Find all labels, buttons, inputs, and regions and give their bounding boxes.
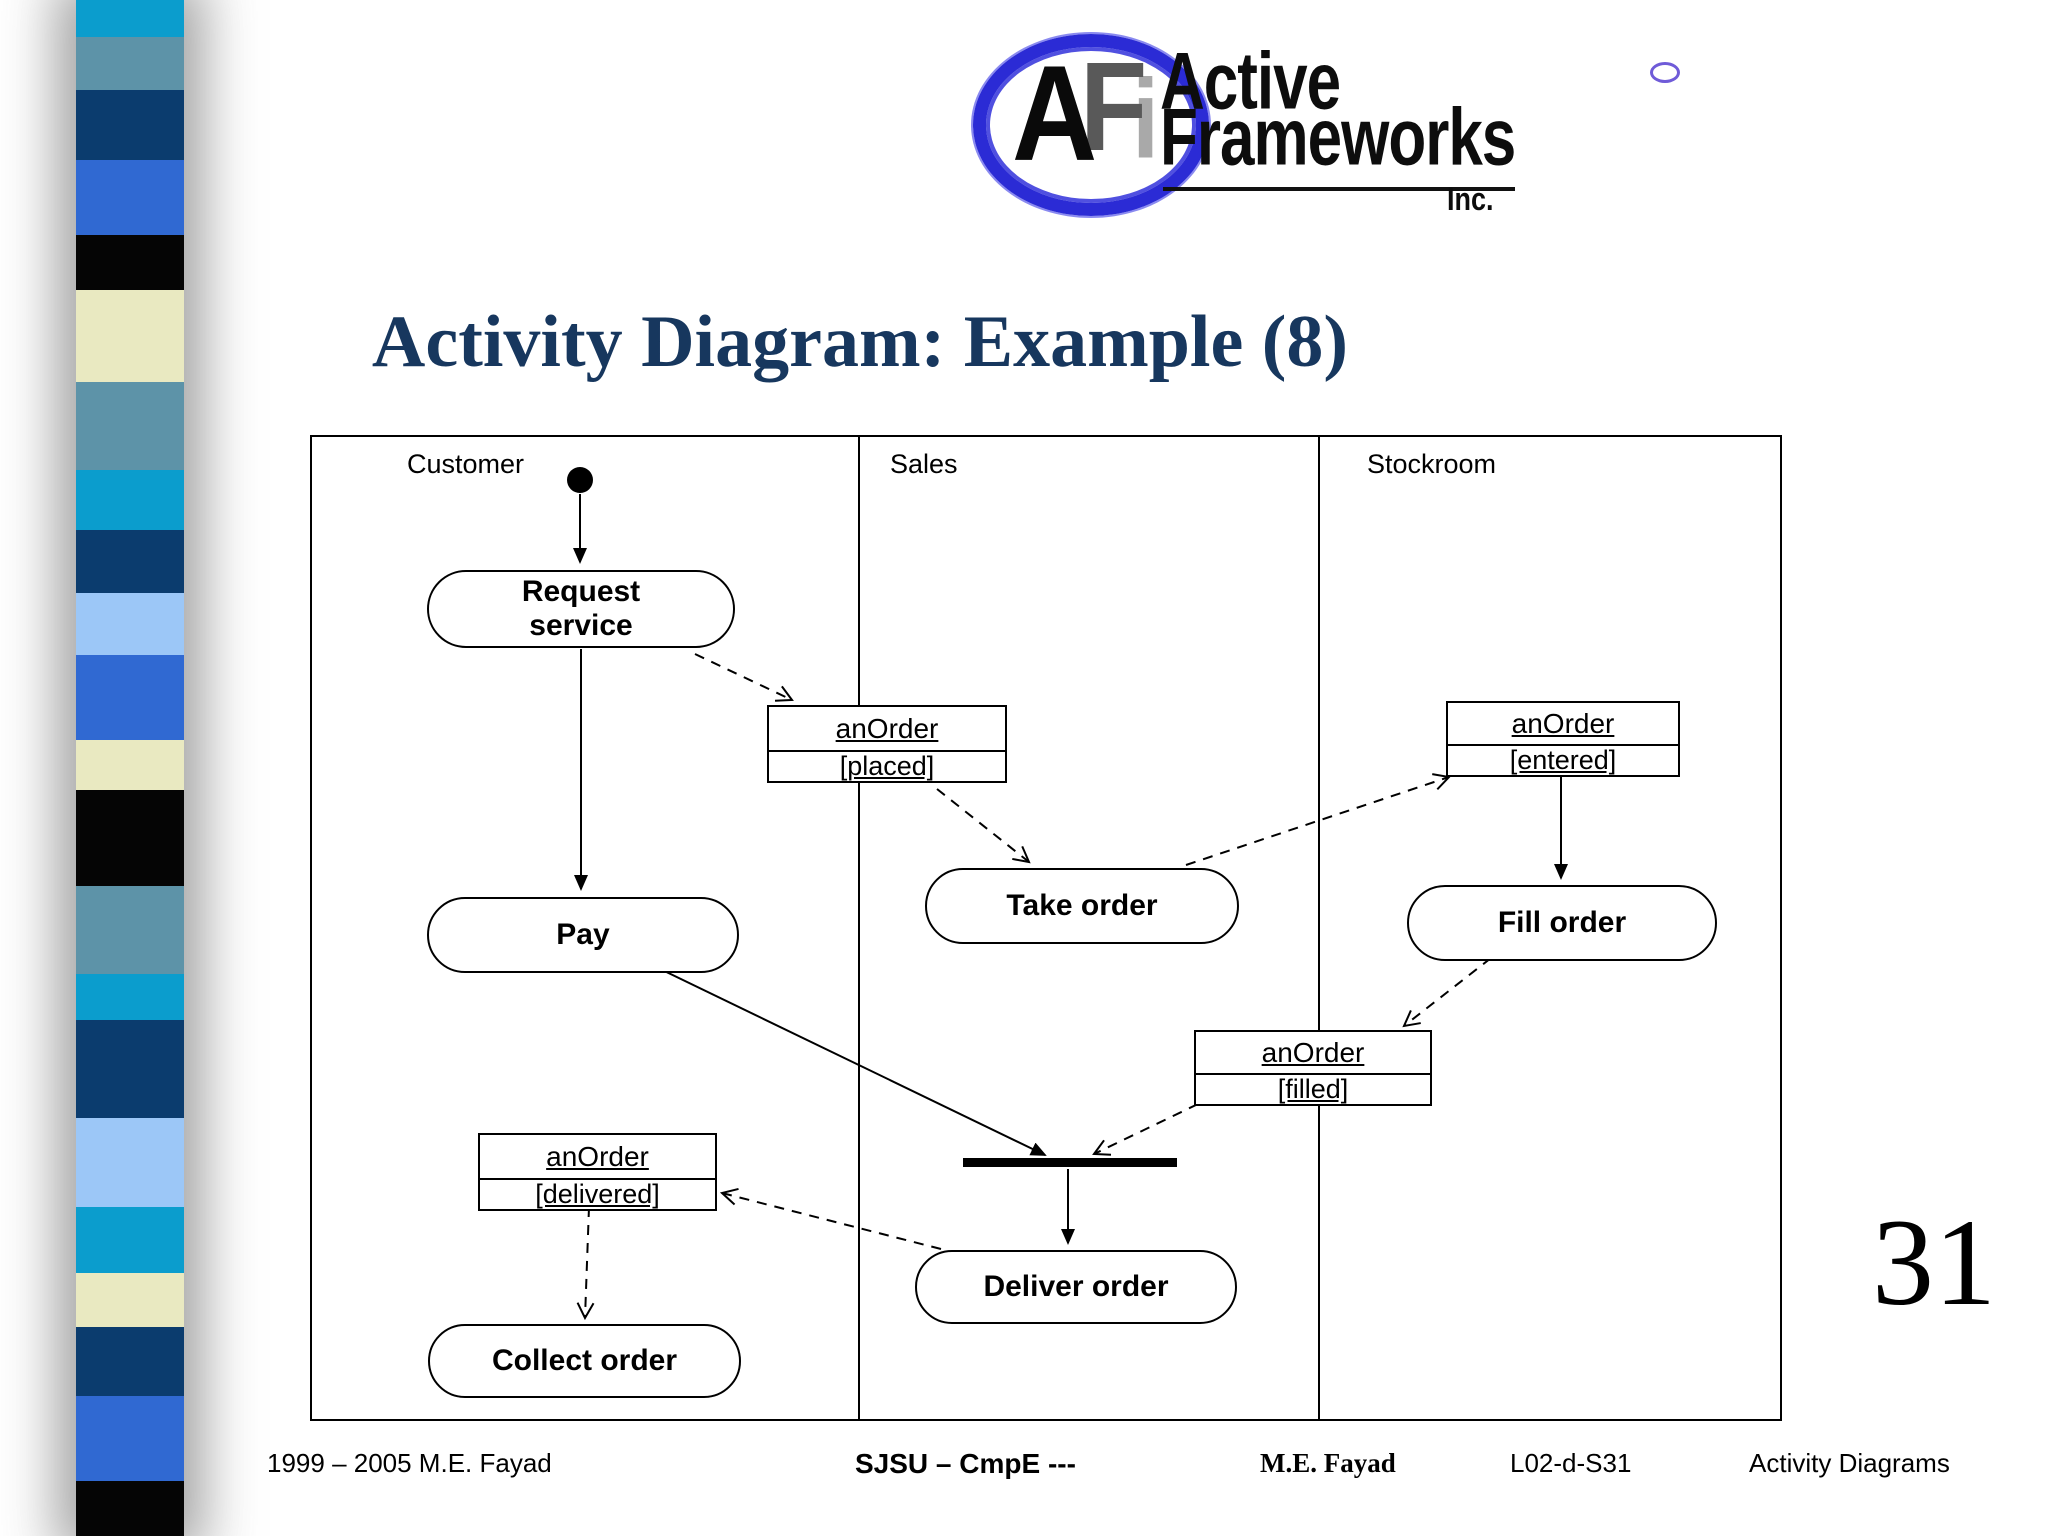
object-divider xyxy=(1196,1073,1430,1075)
ribbon-band xyxy=(76,1020,184,1118)
object-anorder-delivered: anOrder [delivered] xyxy=(478,1133,717,1211)
ribbon-band xyxy=(76,593,184,655)
object-anorder-entered: anOrder [entered] xyxy=(1446,701,1680,777)
object-state: [entered] xyxy=(1509,745,1617,775)
page-title: Activity Diagram: Example (8) xyxy=(371,301,1349,383)
ribbon-band xyxy=(76,530,184,593)
ribbon-band xyxy=(76,1481,184,1536)
object-state: [filled] xyxy=(1277,1074,1349,1104)
object-divider xyxy=(769,750,1005,752)
footer-course: SJSU – CmpE --- xyxy=(855,1448,1076,1479)
logo-monogram-a: A xyxy=(1012,37,1098,190)
ribbon-band xyxy=(76,740,184,790)
logo-monogram-i: i xyxy=(1132,55,1160,182)
ribbon-band xyxy=(76,1118,184,1207)
ribbon-band xyxy=(76,790,184,886)
ribbon-band xyxy=(76,37,184,90)
page-number: 31 xyxy=(1872,1194,1996,1331)
ribbon-band xyxy=(76,235,184,290)
object-title: anOrder xyxy=(1511,707,1615,739)
ribbon-band xyxy=(76,160,184,235)
logo-monogram-f: F xyxy=(1080,35,1148,178)
ribbon-band xyxy=(76,1396,184,1481)
ribbon-band xyxy=(76,90,184,160)
ribbon-band xyxy=(76,0,184,37)
footer-copyright: 1999 – 2005 M.E. Fayad xyxy=(267,1448,552,1478)
footer-topic: Activity Diagrams xyxy=(1749,1448,1950,1478)
ribbon-band xyxy=(76,470,184,530)
lane-label-customer: Customer xyxy=(407,449,525,479)
object-state: [placed] xyxy=(839,751,935,781)
node-fill-order: Fill order xyxy=(1407,885,1717,961)
ribbon-band xyxy=(76,382,184,470)
object-title: anOrder xyxy=(546,1140,649,1172)
footer-slide-id: L02-d-S31 xyxy=(1510,1448,1632,1478)
ribbon-band xyxy=(76,886,184,974)
decorative-ribbon xyxy=(76,0,184,1536)
object-anorder-filled: anOrder [filled] xyxy=(1194,1030,1432,1106)
ribbon-band xyxy=(76,1327,184,1396)
ribbon-band xyxy=(76,290,184,382)
object-title: anOrder xyxy=(835,712,939,744)
node-take-order: Take order xyxy=(925,868,1239,944)
logo-i-dot-icon xyxy=(1650,62,1680,83)
logo-underline xyxy=(1163,187,1515,191)
logo-word-frameworks: Frameworks xyxy=(1160,92,1516,183)
object-anorder-placed: anOrder [placed] xyxy=(767,705,1007,783)
ribbon-band xyxy=(76,1273,184,1327)
node-collect-order: Collect order xyxy=(428,1324,741,1398)
footer-author: M.E. Fayad xyxy=(1260,1448,1396,1478)
object-title: anOrder xyxy=(1261,1036,1365,1068)
ribbon-band xyxy=(76,1207,184,1273)
object-divider xyxy=(1448,744,1678,746)
node-deliver-order: Deliver order xyxy=(915,1250,1237,1324)
lane-label-sales: Sales xyxy=(890,449,958,479)
logo-word-active: Active xyxy=(1160,36,1341,127)
lane-label-stockroom: Stockroom xyxy=(1367,449,1497,479)
node-pay: Pay xyxy=(427,897,739,973)
lane-divider-sales-stockroom xyxy=(1318,437,1320,1419)
logo-inc-label: Inc. xyxy=(1447,181,1494,217)
node-request-service: Request service xyxy=(427,570,735,648)
lane-divider-customer-sales xyxy=(858,437,860,1419)
ribbon-band xyxy=(76,974,184,1020)
object-divider xyxy=(480,1178,715,1180)
object-state: [delivered] xyxy=(535,1179,660,1209)
ribbon-band xyxy=(76,655,184,740)
